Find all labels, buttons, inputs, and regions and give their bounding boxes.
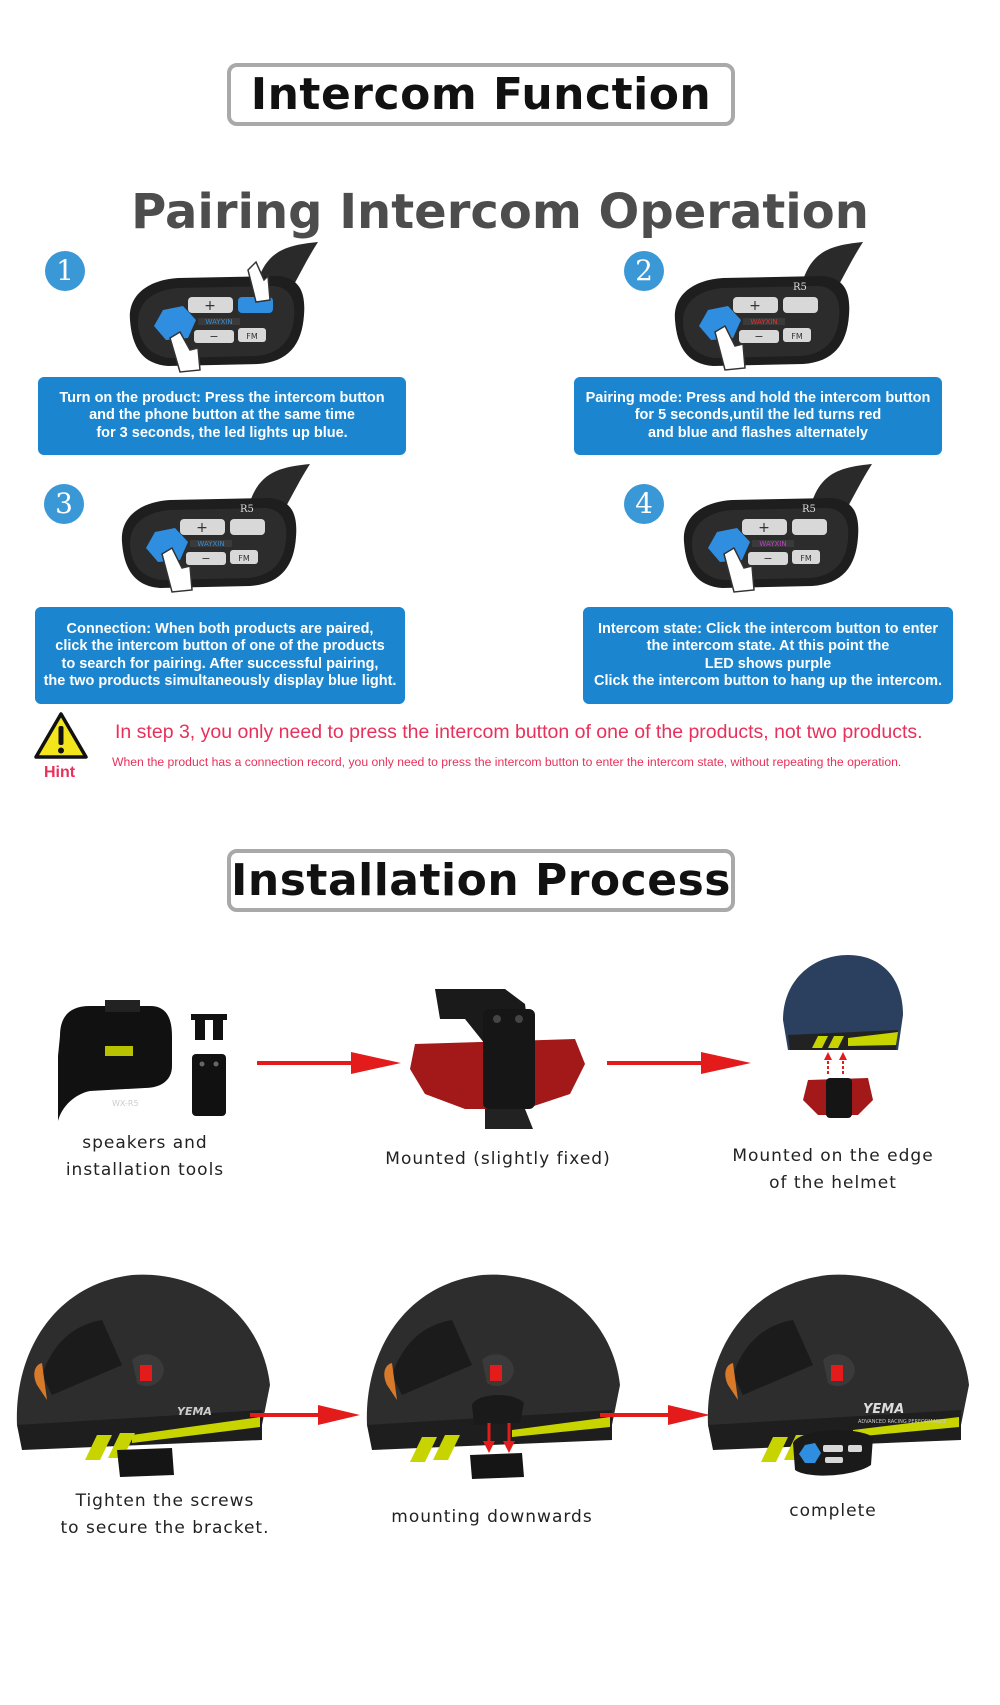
caption-helmet-edge: Mounted on the edge of the helmet xyxy=(732,1146,934,1193)
step-4-brand: WAYXIN xyxy=(759,540,786,548)
step-1-number: 1 xyxy=(45,251,85,291)
arrow-right-2 xyxy=(607,1052,751,1074)
step-4-model: R5 xyxy=(802,504,816,515)
pairing-subtitle: Pairing Intercom Operation xyxy=(131,184,869,240)
arrow-right-4 xyxy=(600,1405,710,1425)
helmet-mounting-downwards-image xyxy=(366,1274,620,1479)
svg-text:−: − xyxy=(209,330,218,343)
step-2-model: R5 xyxy=(793,282,807,293)
caption-speakers-tools: speakers and installation tools xyxy=(65,1133,225,1180)
step-3-number: 3 xyxy=(44,484,84,524)
caption-mounting-downwards: mounting downwards xyxy=(391,1507,593,1527)
mounted-bracket-image xyxy=(410,989,585,1129)
svg-text:YEMA: YEMA xyxy=(863,1402,904,1417)
svg-text:FM: FM xyxy=(791,332,803,341)
step-2-brand: WAYXIN xyxy=(750,318,777,326)
helmet-complete-image: YEMA ADVANCED RACING PERFORMANCE xyxy=(707,1274,969,1476)
step-4-device-illustration: + R5 WAYXIN − FM xyxy=(683,464,872,593)
warning-icon xyxy=(34,712,88,759)
helmet-edge-image xyxy=(783,955,903,1118)
svg-text:ADVANCED RACING PERFORMANCE: ADVANCED RACING PERFORMANCE xyxy=(858,1419,946,1425)
caption-complete: complete xyxy=(789,1501,877,1521)
svg-text:−: − xyxy=(201,552,210,565)
intercom-function-title: Intercom Function xyxy=(250,69,712,120)
svg-text:−: − xyxy=(763,552,772,565)
arrow-right-3 xyxy=(250,1405,360,1425)
speaker-and-tools-image: WX-R5 xyxy=(58,1000,227,1121)
speaker-label: WX-R5 xyxy=(112,1099,139,1108)
svg-text:+: + xyxy=(749,298,761,314)
arrow-right-1 xyxy=(257,1052,401,1074)
svg-text:FM: FM xyxy=(800,554,812,563)
svg-text:+: + xyxy=(758,520,770,536)
svg-text:−: − xyxy=(754,330,763,343)
step-1-brand: WAYXIN xyxy=(205,318,232,326)
step-3-model: R5 xyxy=(240,504,254,515)
caption-tighten-screws: Tighten the screws to secure the bracket… xyxy=(60,1491,270,1538)
step-3-device-illustration: + R5 WAYXIN − FM xyxy=(121,464,310,593)
step-2-number: 2 xyxy=(624,251,664,291)
svg-text:FM: FM xyxy=(246,332,258,341)
step-2-device-illustration: + R5 WAYXIN − FM xyxy=(674,242,863,371)
svg-text:+: + xyxy=(196,520,208,536)
step-3-description: Connection: When both products are paire… xyxy=(35,607,405,704)
step-4-description: Intercom state: Click the intercom butto… xyxy=(583,607,953,704)
hint-label: Hint xyxy=(44,764,76,781)
step-1-device-illustration: + WAYXIN − FM xyxy=(129,242,318,373)
installation-process-title: Installation Process xyxy=(231,855,731,906)
svg-text:FM: FM xyxy=(238,554,250,563)
helmet-tighten-screws-image: YEMA xyxy=(16,1274,270,1477)
step-1-description: Turn on the product: Press the intercom … xyxy=(38,377,406,455)
intercom-function-title-box: Intercom Function xyxy=(227,63,735,126)
step-3-brand: WAYXIN xyxy=(197,540,224,548)
svg-text:+: + xyxy=(204,298,216,314)
svg-text:YEMA: YEMA xyxy=(177,1405,212,1418)
caption-mounted: Mounted (slightly fixed) xyxy=(385,1149,611,1169)
step-2-description: Pairing mode: Press and hold the interco… xyxy=(574,377,942,455)
hint-sub-text: When the product has a connection record… xyxy=(112,755,902,769)
installation-process-title-box: Installation Process xyxy=(227,849,735,912)
hint-main-text: In step 3, you only need to press the in… xyxy=(115,721,923,743)
step-4-number: 4 xyxy=(624,484,664,524)
